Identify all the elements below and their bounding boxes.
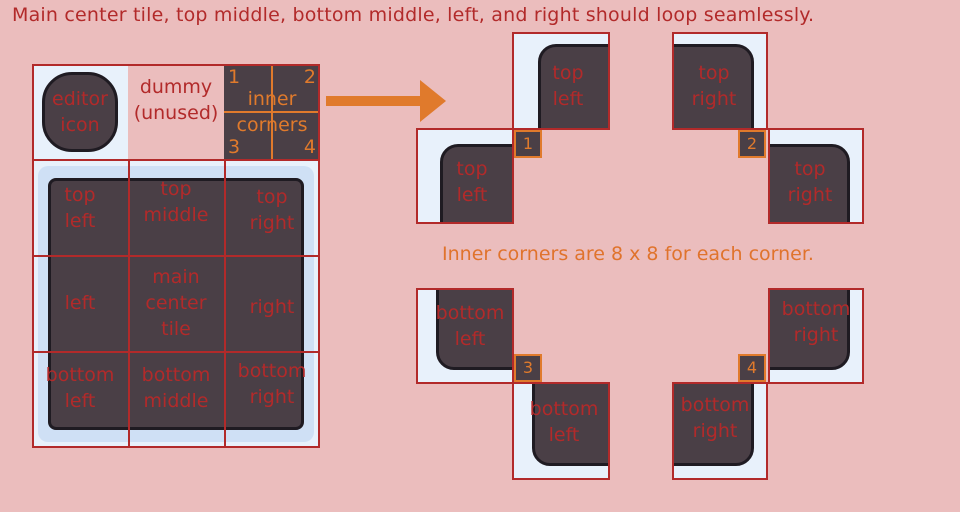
tilesheet: editor icon dummy (unused) 1 2 3 4 inner… (32, 64, 320, 448)
corner-number-4: 4 (303, 136, 316, 158)
corner-number-2: 2 (303, 66, 316, 88)
sheet-bottom-right-label: bottom right (237, 360, 307, 408)
example-top-right-upper: top right (672, 32, 768, 130)
dummy-cell: dummy (unused) (128, 64, 224, 160)
corner-number-1: 1 (228, 66, 241, 88)
inner-corners-note: Inner corners are 8 x 8 for each corner. (442, 243, 814, 265)
sheet-top-left-label: top left (64, 184, 96, 232)
example-top-right-lower: top right (768, 128, 864, 224)
editor-icon-blob (42, 72, 118, 152)
example-bottom-left-upper: bottom left (416, 288, 514, 384)
corner-number-3: 3 (228, 136, 241, 158)
inner-corner-2-box: 2 (738, 130, 766, 158)
main-block (32, 160, 320, 448)
inner-corner-4-box: 4 (738, 354, 766, 382)
heading-text: Main center tile, top middle, bottom mid… (12, 4, 815, 26)
editor-icon-cell: editor icon (32, 64, 128, 160)
example-top-left-upper: top left (512, 32, 610, 130)
example-bottom-right-lower: bottom right (672, 382, 768, 480)
inner-corners-label: inner corners (236, 88, 308, 136)
sheet-top-middle-label: top middle (143, 178, 209, 226)
sheet-top-right-label: top right (249, 186, 295, 234)
sheet-bottom-left-label: bottom left (45, 364, 115, 412)
example-top-left-lower: top left (416, 128, 514, 224)
sheet-main-center-label: main center tile (145, 266, 207, 340)
sheet-left-label: left (64, 292, 96, 314)
inner-corners-cell: 1 2 3 4 inner corners (224, 64, 320, 160)
example-bottom-left-lower: bottom left (512, 382, 610, 480)
sheet-bottom-middle-label: bottom middle (141, 364, 211, 412)
example-bottom-right-upper: bottom right (768, 288, 864, 384)
sheet-right-label: right (249, 296, 295, 318)
dummy-label: dummy (unused) (133, 76, 219, 124)
arrow-right-icon (326, 80, 446, 122)
editor-icon-label: editor icon (52, 88, 108, 136)
inner-corner-3-box: 3 (514, 354, 542, 382)
inner-corner-1-box: 1 (514, 130, 542, 158)
dirt-area (48, 178, 304, 430)
